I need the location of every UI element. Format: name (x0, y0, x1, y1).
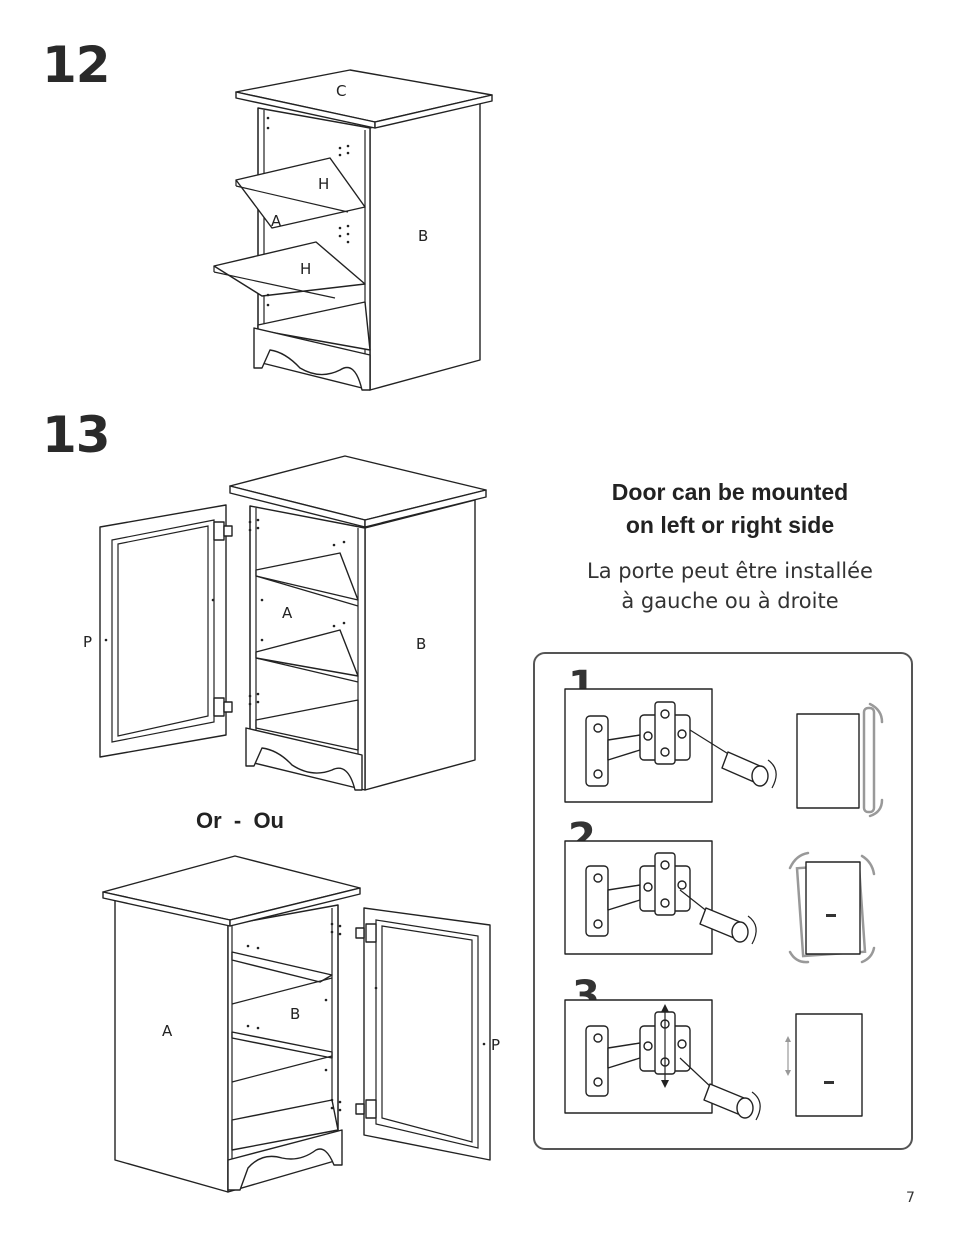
step-12-label-shelf-lower: H (300, 260, 312, 278)
step-13-number: 13 (42, 406, 111, 464)
screwdriver-icon (721, 751, 769, 787)
step-13-label-back: A (282, 604, 293, 622)
step-12-number: 12 (42, 36, 111, 94)
adjustment-step-2-illustration (564, 840, 876, 964)
mount-note-fr-line2: à gauche ou à droite (621, 589, 839, 613)
step-13-alt-label-door: P (491, 1036, 501, 1054)
step-13-cabinet-door-left-illustration (99, 455, 487, 791)
step-12-label-shelf-upper: H (318, 175, 330, 193)
step-12-cabinet-illustration (213, 69, 493, 391)
hinge-adjustment-panel (533, 652, 913, 1150)
or-separator-label: Or - Ou (196, 808, 284, 833)
adjustment-step-1-illustration (564, 688, 884, 818)
mount-note-french: La porte peut être installée à gauche ou… (550, 556, 910, 616)
step-13-label-door: P (83, 633, 93, 651)
step-12-label-side: B (418, 227, 429, 245)
door-panel-icon (796, 713, 860, 809)
step-13-label-side: B (416, 635, 427, 653)
step-13-alt-label-side: A (162, 1022, 173, 1040)
step-13-alt-label-back: B (290, 1005, 301, 1023)
step-13-cabinet-door-right-illustration (102, 855, 491, 1193)
mount-note-english: Door can be mounted on left or right sid… (560, 476, 900, 542)
adjustment-step-3-illustration (564, 999, 863, 1121)
step-12-label-top: C (336, 82, 347, 100)
mount-note-en-line1: Door can be mounted (611, 479, 849, 505)
page-number: 7 (906, 1190, 915, 1206)
mount-note-en-line2: on left or right side (625, 512, 835, 538)
rotate-arrow-icon (767, 759, 777, 789)
step-12-label-back: A (271, 212, 282, 230)
mount-note-fr-line1: La porte peut être installée (587, 559, 873, 583)
